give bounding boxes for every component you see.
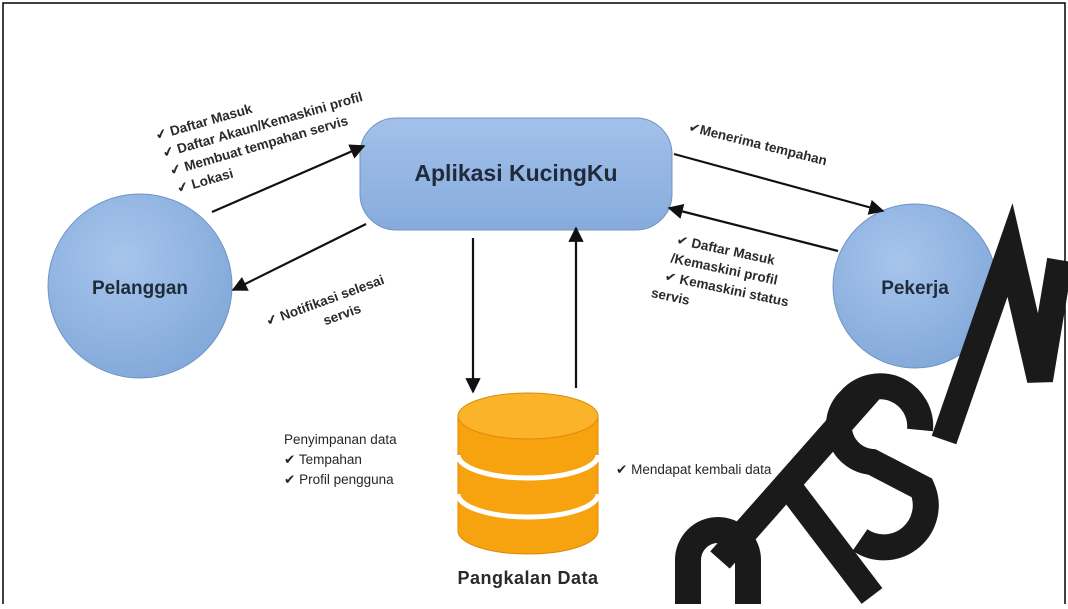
app-to-database-item-2: Profil pengguna	[299, 472, 394, 487]
arrow-app-to-worker	[673, 152, 885, 215]
app-node-label: Aplikasi KucingKu	[414, 160, 617, 186]
check-icon: ✔	[616, 462, 627, 477]
app-to-database-item-1: Tempahan	[299, 452, 362, 467]
database-to-app-label: ✔ Mendapat kembali data	[616, 462, 772, 477]
worker-node-label: Pekerja	[881, 278, 949, 299]
app-to-worker-label: ✔Menerima tempahan	[687, 119, 828, 168]
check-icon: ✔	[664, 269, 678, 286]
check-icon: ✔	[284, 472, 295, 487]
check-icon: ✔	[161, 143, 176, 161]
app-node	[359, 117, 673, 231]
check-icon: ✔	[687, 119, 702, 136]
svg-text:✔ Tempahan: ✔ Tempahan	[284, 452, 362, 467]
database-icon	[455, 392, 601, 555]
worker-to-app-line-4: servis	[650, 285, 691, 308]
app-to-database-labels: Penyimpanan data ✔ Tempahan ✔ Profil pen…	[284, 432, 397, 487]
svg-text:✔ Profil pengguna: ✔ Profil pengguna	[284, 472, 394, 487]
app-to-customer-label: ✔ Notifikasi selesai servis	[264, 272, 386, 329]
check-icon: ✔	[168, 161, 183, 179]
arrow-worker-to-app	[667, 203, 839, 253]
database-label: Pangkalan Data	[457, 568, 599, 588]
customer-node-label: Pelanggan	[92, 278, 188, 299]
check-icon: ✔	[175, 178, 190, 196]
arrow-customer-to-app	[211, 144, 366, 214]
watermark-logo	[675, 203, 1068, 609]
worker-to-app-labels: ✔ Daftar Masuk /Kemaskini profil ✔ Kemas…	[650, 232, 790, 309]
arrow-app-to-customer	[231, 223, 367, 291]
svg-text:✔Menerima tempahan: ✔Menerima tempahan	[687, 119, 828, 168]
database-to-app-text: Mendapat kembali data	[631, 462, 772, 477]
check-icon: ✔	[675, 232, 689, 249]
check-icon: ✔	[154, 125, 169, 143]
app-to-worker-text: Menerima tempahan	[698, 122, 828, 168]
check-icon: ✔	[264, 311, 280, 329]
app-to-database-title: Penyimpanan data	[284, 432, 397, 447]
check-icon: ✔	[284, 452, 295, 467]
customer-to-app-labels: ✔ Daftar Masuk ✔ Daftar Akaun/Kemaskini …	[154, 89, 365, 196]
